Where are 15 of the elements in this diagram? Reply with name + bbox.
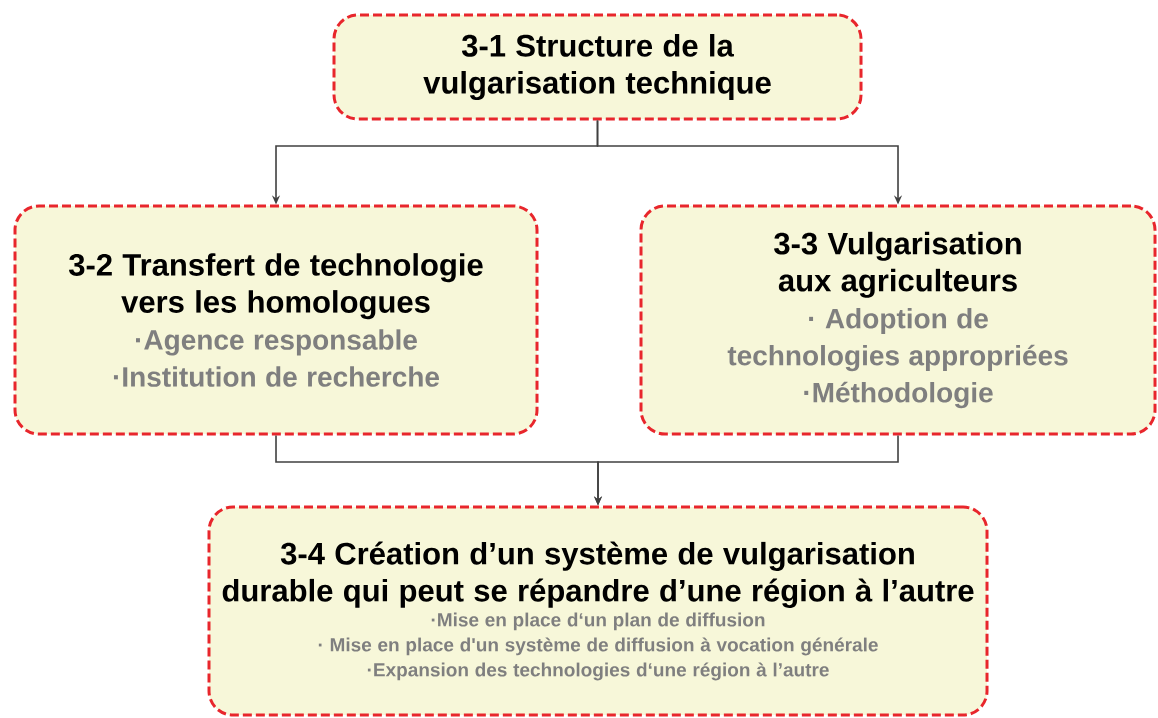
process-box <box>13 204 539 436</box>
bullet-text: ·Expansion des technologies d‘une région à l’autre <box>367 662 829 681</box>
bullet-text: ·Agence responsable <box>136 329 417 356</box>
process-box <box>207 505 989 717</box>
box-heading: 3-2 Transfert de technologie vers les homologues <box>68 253 483 320</box>
bullet-text: · Adoption de technologies appropriées <box>727 308 1068 372</box>
bullet-text: ·Méthodologie <box>804 381 993 409</box>
process-box <box>332 13 863 121</box>
box-heading: 3-1 Structure de la vulgarisation technique <box>423 34 771 100</box>
bullet-text: · Mise en place d'un système de diffusion à vocation générale <box>318 637 878 656</box>
box-heading: 3-3 Vulgarisation aux agriculteurs <box>774 231 1021 298</box>
bullet-text: ·Mise en place d‘un plan de diffusion <box>431 612 765 631</box>
box-heading: 3-4 Création d’un système de vulgarisation durable qui peut se répandre d’une région à l’autre <box>222 541 974 608</box>
bullet-text: ·Institution de recherche <box>113 366 440 387</box>
process-box <box>639 204 1157 436</box>
